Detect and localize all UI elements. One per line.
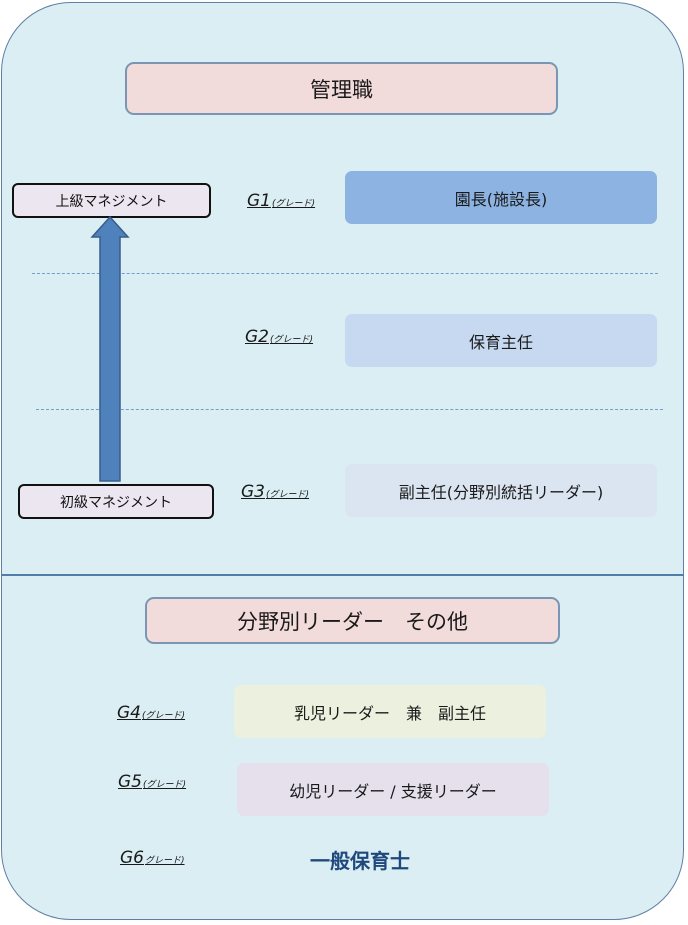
grade-separator-dashed	[36, 409, 663, 410]
role-g4-infant-leader: 乳児リーダー 兼 副主任	[234, 685, 546, 738]
grade-label-g4: G4(グレード)	[117, 703, 186, 723]
field-leaders-section-title: 分野別リーダー その他	[145, 597, 560, 644]
role-g2-head-teacher: 保育主任	[345, 314, 657, 367]
grade-label-g1: G1(グレード)	[247, 191, 316, 211]
section-divider	[2, 574, 683, 576]
management-section-title: 管理職	[125, 62, 558, 115]
grade-label-g3: G3(グレード)	[241, 482, 310, 502]
role-g1-principal: 園長(施設長)	[345, 171, 657, 224]
role-g6-general-teacher: 一般保育士	[310, 848, 410, 873]
senior-management-label: 上級マネジメント	[12, 183, 211, 218]
junior-management-label: 初級マネジメント	[18, 484, 214, 519]
grade-label-g2: G2(グレード)	[245, 327, 314, 347]
role-g5-child-leader: 幼児リーダー / 支援リーダー	[237, 763, 549, 816]
grade-label-g5: G5(グレード)	[118, 772, 187, 792]
role-g3-deputy: 副主任(分野別統括リーダー)	[345, 464, 657, 517]
career-arrow-up-icon	[90, 215, 130, 482]
grade-separator-dashed	[32, 273, 658, 274]
